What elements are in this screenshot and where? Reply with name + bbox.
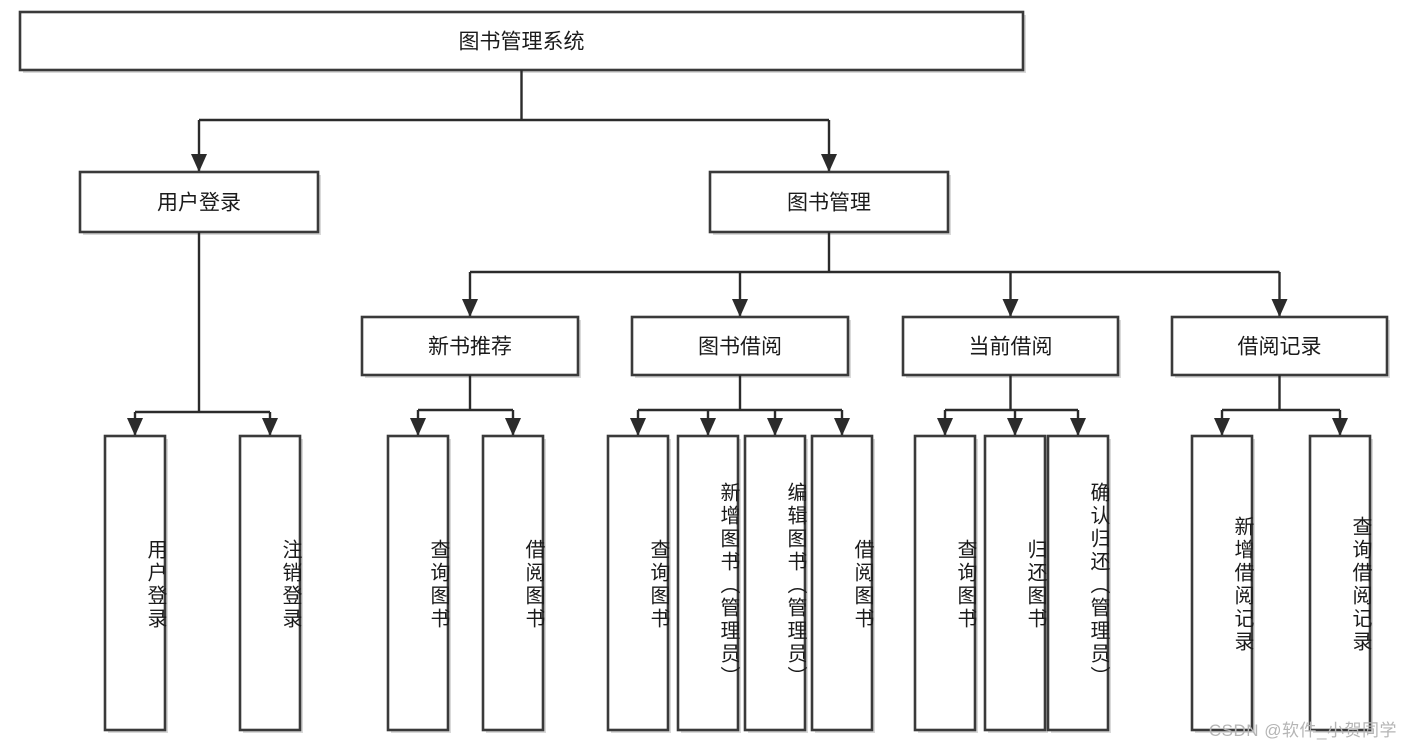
node-rect[interactable]: [606, 434, 670, 732]
watermark: CSDN @软件_小贺同学: [1208, 721, 1397, 740]
node-rect[interactable]: [743, 434, 807, 732]
node-label: 新书推荐: [428, 336, 512, 359]
node-rect[interactable]: [386, 434, 450, 732]
arrow-head-icon: [462, 299, 478, 317]
node-book-borrow[interactable]: 图书借阅: [630, 315, 851, 378]
node-rect[interactable]: [1170, 315, 1389, 377]
node-label: 借阅记录: [1238, 336, 1322, 359]
node-label: 图书管理系统: [459, 31, 585, 54]
arrow-head-icon: [937, 418, 953, 436]
node-leaf-add-record[interactable]: [1190, 434, 1255, 733]
node-rect[interactable]: [18, 10, 1025, 72]
node-rect[interactable]: [913, 434, 977, 732]
arrow-head-icon: [410, 418, 426, 436]
node-new-book-recommend[interactable]: 新书推荐: [360, 315, 581, 378]
node-rect[interactable]: [708, 170, 950, 234]
arrow-head-icon: [1332, 418, 1348, 436]
node-leaf-confirm-return[interactable]: [1046, 434, 1111, 733]
node-borrow-records[interactable]: 借阅记录: [1170, 315, 1390, 378]
node-book-management[interactable]: 图书管理: [708, 170, 951, 235]
arrow-head-icon: [700, 418, 716, 436]
node-rect[interactable]: [103, 434, 167, 732]
arrow-head-icon: [767, 418, 783, 436]
arrow-head-icon: [1002, 299, 1019, 317]
node-label: 图书借阅: [698, 336, 782, 359]
arrow-head-icon: [1214, 418, 1230, 436]
node-leaf-query-book-3[interactable]: [913, 434, 978, 733]
arrow-head-icon: [1070, 418, 1086, 436]
node-rect[interactable]: [983, 434, 1047, 732]
node-leaf-query-book-1[interactable]: [386, 434, 451, 733]
node-current-borrow[interactable]: 当前借阅: [901, 315, 1121, 378]
arrow-head-icon: [262, 418, 278, 436]
node-rect[interactable]: [78, 170, 320, 234]
node-label: 用户登录: [157, 192, 241, 215]
arrow-head-icon: [821, 154, 837, 172]
node-rect[interactable]: [1046, 434, 1110, 732]
node-leaf-query-record[interactable]: [1308, 434, 1373, 733]
node-rect[interactable]: [676, 434, 740, 732]
node-leaf-edit-book[interactable]: [743, 434, 808, 733]
node-user-login[interactable]: 用户登录: [78, 170, 321, 235]
node-rect[interactable]: [481, 434, 545, 732]
node-rect[interactable]: [810, 434, 874, 732]
arrow-head-icon: [127, 418, 143, 436]
node-leaf-return-book[interactable]: [983, 434, 1048, 733]
arrow-head-icon: [630, 418, 646, 436]
node-leaf-user-logout[interactable]: [238, 434, 303, 733]
node-leaf-borrow-book-2[interactable]: [810, 434, 875, 733]
node-rect[interactable]: [1190, 434, 1254, 732]
arrow-head-icon: [834, 418, 850, 436]
arrow-head-icon: [191, 154, 207, 172]
node-rect[interactable]: [630, 315, 850, 377]
arrow-head-icon: [505, 418, 521, 436]
node-root[interactable]: 图书管理系统: [18, 10, 1026, 73]
arrow-head-icon: [1007, 418, 1023, 436]
node-label: 当前借阅: [969, 336, 1053, 359]
arrow-head-icon: [732, 299, 748, 317]
node-leaf-borrow-book-1[interactable]: [481, 434, 546, 733]
node-label: 图书管理: [787, 192, 871, 215]
node-leaf-query-book-2[interactable]: [606, 434, 671, 733]
arrow-head-icon: [1271, 299, 1288, 317]
node-leaf-add-book[interactable]: [676, 434, 741, 733]
node-rect[interactable]: [360, 315, 580, 377]
node-rect[interactable]: [238, 434, 302, 732]
node-rect[interactable]: [1308, 434, 1372, 732]
node-leaf-user-login[interactable]: [103, 434, 168, 733]
